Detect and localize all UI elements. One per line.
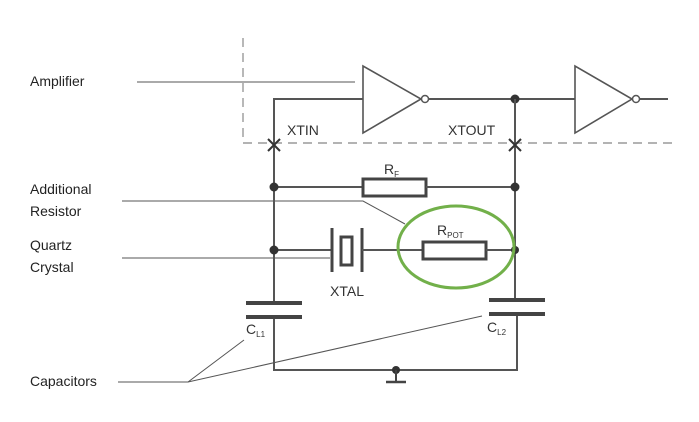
capacitors-label: Capacitors [30,373,97,389]
ground-icon [386,366,406,384]
rpot-label-main: R [437,222,447,238]
amplifier-1-triangle [362,64,423,135]
amplifier-1-inverter-bubble [420,94,430,104]
xtin-label: XTIN [287,122,319,138]
rpot-highlight-circle [396,204,516,290]
cl2-label-main: C [487,319,497,335]
quartz-crystal-label-line1: Quartz [30,237,72,253]
additional-resistor-label-line1: Additional [30,181,92,197]
capacitor-leader-line-2 [187,315,483,383]
xtal-left-node-dot [269,245,279,255]
rf-left-node-dot [269,182,279,192]
xtin-wire [273,98,363,145]
rf-label-sub: F [394,170,399,179]
rpot-label-sub: POT [447,231,464,240]
cl2-label: CL2 [487,319,507,337]
cl1-label: CL1 [246,321,266,339]
xtout-pin-mark [508,138,522,152]
capacitor-leader-line-1 [118,339,245,383]
chip-boundary-dashed [242,38,672,144]
left-rail-bottom [273,315,518,371]
xtal-crystal-body [339,235,354,267]
resistor-leader-line [122,200,406,225]
rpot-resistor [421,240,488,261]
amplifier-2-inverter-bubble [631,94,641,104]
xtout-label: XTOUT [448,122,496,138]
xtal-label: XTAL [330,283,364,299]
rf-label: RF [384,161,399,179]
xtin-pin-mark [267,138,281,152]
rf-resistor [361,177,428,198]
amplifier-label: Amplifier [30,73,85,89]
rpot-label: RPOT [437,222,464,240]
cl1-label-sub: L1 [256,330,265,339]
amplifier-2-triangle [574,64,634,135]
cl1-label-main: C [246,321,256,337]
cl2-label-sub: L2 [497,328,506,337]
rf-right-node-dot [510,182,520,192]
additional-resistor-label-line2: Resistor [30,203,82,219]
rf-label-main: R [384,161,394,177]
quartz-crystal-label-line2: Crystal [30,259,74,275]
